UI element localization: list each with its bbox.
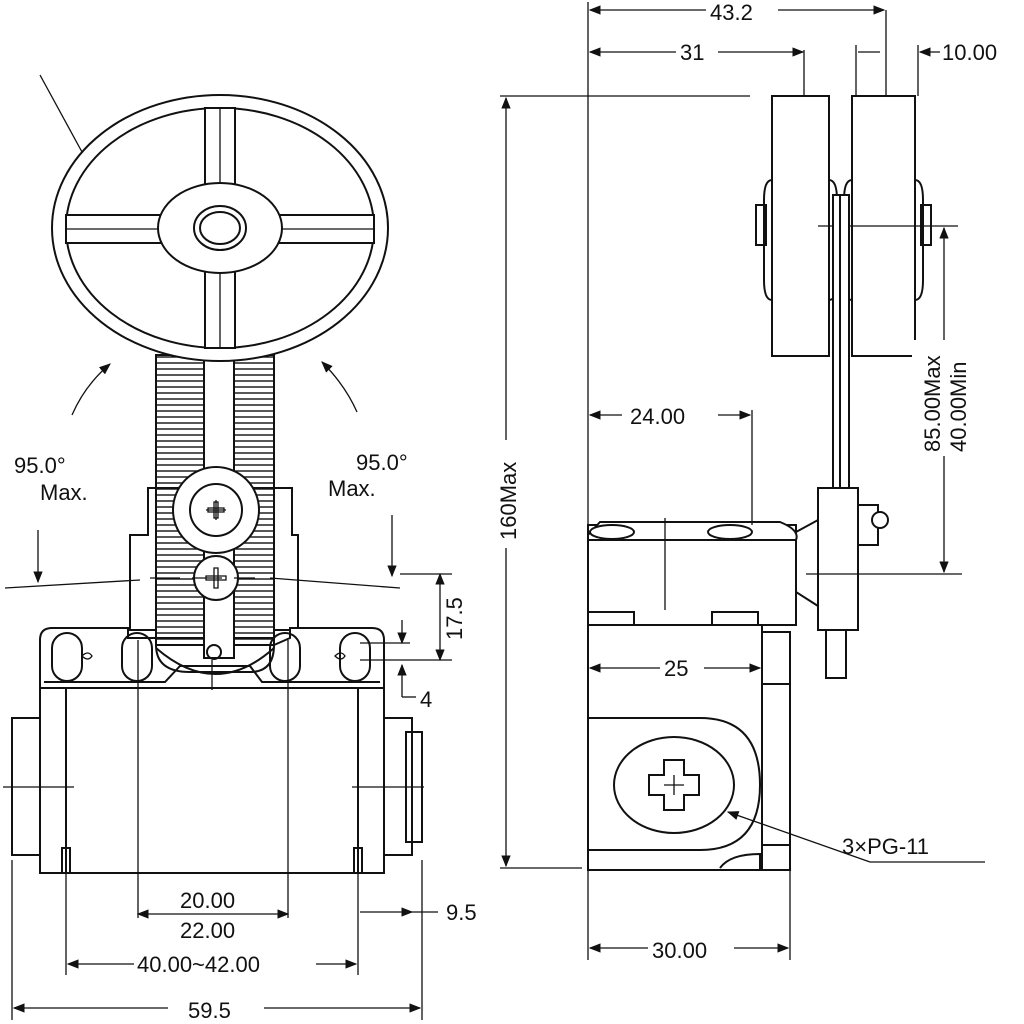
- dim-160max-label: 160Max: [496, 462, 521, 540]
- dim-43-2-label: 43.2: [710, 0, 753, 25]
- mounting-slots: [51, 632, 371, 682]
- dim-40-42-label: 40.00~42.00: [137, 952, 260, 977]
- pg11-label: 3×PG-11: [842, 834, 929, 859]
- dim-22-label: 22.00: [180, 918, 235, 943]
- switch-head-side: [587, 524, 797, 626]
- max-left-label: Max.: [40, 480, 88, 505]
- switch-body: [39, 687, 385, 874]
- angle-right-label: 95.0°: [356, 450, 408, 475]
- dim-40min-label: 40.00Min: [946, 361, 971, 452]
- actuator-block: [817, 487, 859, 631]
- max-right-label: Max.: [328, 476, 376, 501]
- dim-20-label: 20.00: [180, 888, 235, 913]
- dim-85max-label: 85.00Max: [920, 355, 945, 452]
- dim-4-label: 4: [420, 687, 432, 712]
- dim-24-label: 24.00: [630, 404, 685, 429]
- dim-30-label: 30.00: [652, 938, 707, 963]
- dim-31-label: 31: [680, 40, 704, 65]
- dim-25-label: 25: [664, 656, 688, 681]
- dim-17-5-label: 17.5: [442, 597, 467, 640]
- screw-plus-icon: [648, 759, 700, 811]
- dim-59-5-label: 59.5: [188, 998, 231, 1023]
- dim-10-label: 10.00: [942, 40, 997, 65]
- roller-wheel-front: [51, 94, 389, 362]
- angle-left-label: 95.0°: [14, 453, 66, 478]
- dim-9-5-label: 9.5: [446, 900, 477, 925]
- side-view: [500, 2, 985, 960]
- front-view: [3, 74, 452, 1020]
